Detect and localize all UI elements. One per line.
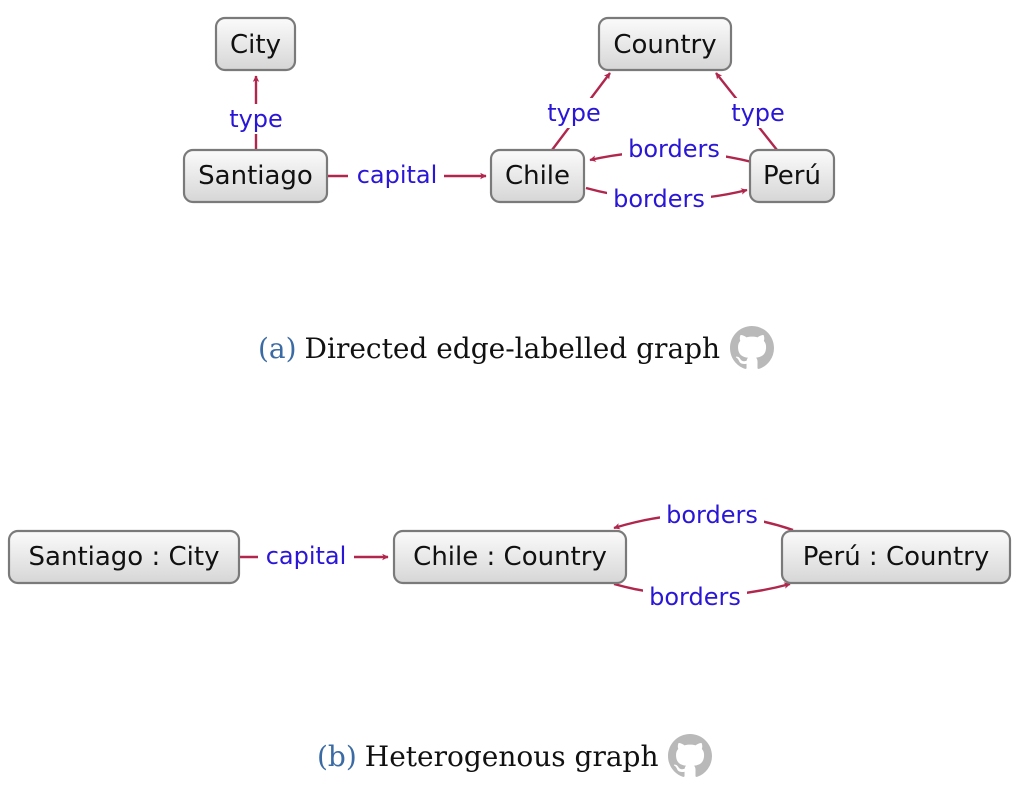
github-icon[interactable] [668, 734, 713, 778]
svg-text:borders: borders [666, 501, 758, 529]
svg-text:type: type [731, 99, 785, 127]
edge-label-peru-type: type [724, 98, 792, 128]
edge-label-b-chile-borders-peru: borders [643, 582, 747, 612]
svg-text:capital: capital [357, 161, 438, 189]
svg-text:type: type [229, 105, 283, 133]
diagram-b: capital borders borders Santiago : City … [7, 500, 1012, 612]
edge-label-chile-borders-peru: borders [607, 184, 711, 214]
caption-b: (b) Heterogenous graph [317, 734, 713, 778]
svg-text:Chile : Country: Chile : Country [413, 542, 607, 572]
caption-b-text: Heterogenous graph [364, 739, 659, 773]
node-city: City [214, 16, 297, 72]
node-chile: Chile [489, 148, 586, 204]
edge-label-capital: capital [348, 160, 444, 192]
edge-label-peru-borders-chile: borders [622, 134, 726, 164]
edge-label-b-peru-borders-chile: borders [660, 500, 764, 530]
svg-text:Country: Country [613, 30, 716, 60]
edge-label-santiago-type: type [222, 104, 290, 134]
svg-text:Santiago : City: Santiago : City [29, 542, 220, 572]
edge-label-b-capital: capital [258, 540, 354, 572]
caption-b-label: (b) [317, 739, 357, 773]
svg-text:Santiago: Santiago [198, 161, 313, 191]
caption-a-label: (a) [258, 331, 297, 365]
node-peru: Perú [748, 148, 836, 204]
diagram-a: type capital type type borders borders [182, 16, 836, 214]
svg-text:Perú : Country: Perú : Country [803, 542, 990, 572]
github-icon[interactable] [730, 326, 775, 370]
edge-label-chile-type: type [540, 98, 608, 128]
svg-text:capital: capital [266, 542, 347, 570]
node-b-chile-country: Chile : Country [392, 529, 628, 585]
node-country: Country [597, 16, 733, 72]
node-b-peru-country: Perú : Country [780, 529, 1012, 585]
svg-text:Perú: Perú [763, 161, 821, 191]
node-santiago: Santiago [182, 148, 329, 204]
caption-a-text: Directed edge-labelled graph [304, 331, 721, 365]
caption-a: (a) Directed edge-labelled graph [258, 326, 775, 370]
svg-text:borders: borders [628, 135, 720, 163]
node-b-santiago-city: Santiago : City [7, 529, 241, 585]
svg-text:borders: borders [649, 583, 741, 611]
svg-text:borders: borders [613, 185, 705, 213]
svg-text:City: City [230, 30, 281, 60]
svg-text:Chile: Chile [505, 161, 570, 191]
svg-text:type: type [547, 99, 601, 127]
